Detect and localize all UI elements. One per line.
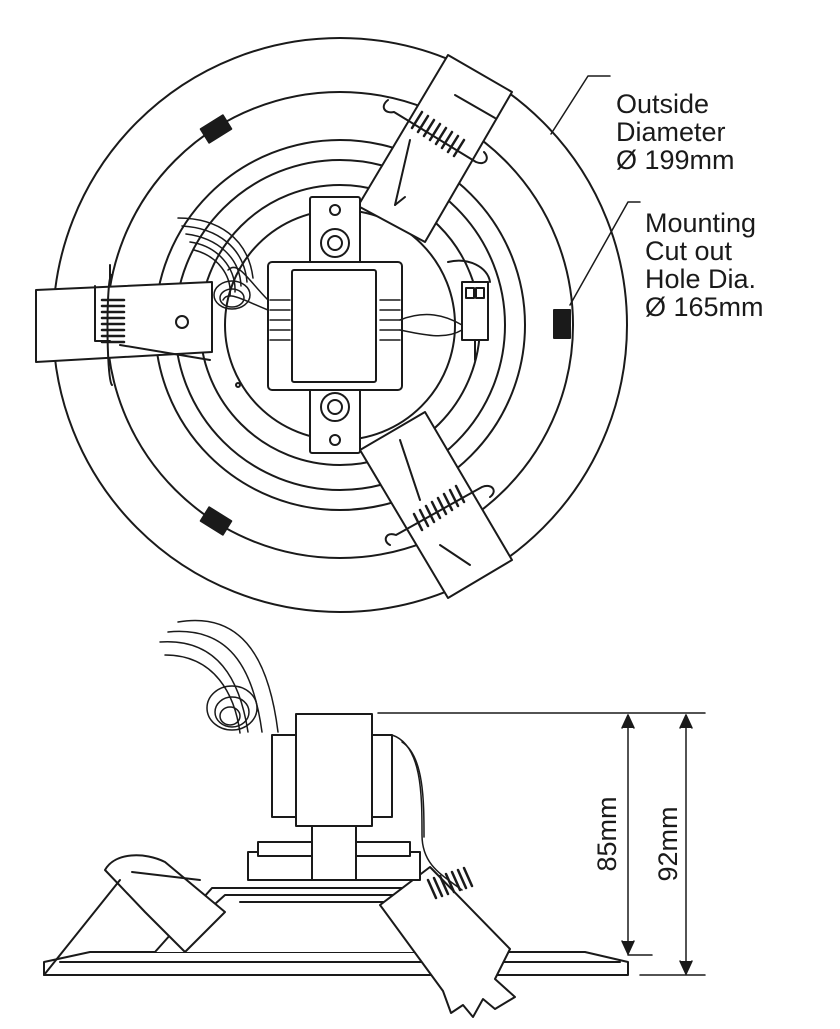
rubber-pad (553, 309, 571, 339)
lamp-holder (447, 259, 491, 361)
transformer-side-core (295, 713, 373, 827)
dimension-label-92mm: 92mm (653, 806, 683, 882)
spring-clip-left (35, 264, 213, 386)
spring-clip-side-left (104, 854, 226, 953)
side-view (43, 619, 706, 1018)
callout-line: Cut out (645, 236, 733, 266)
bracket-screw (320, 392, 350, 422)
spring-side-coil (426, 866, 474, 900)
top-view (35, 37, 628, 613)
callout-cutout-hole: Mounting Cut out Hole Dia. Ø 165mm (645, 209, 764, 321)
supply-wires-top (177, 217, 254, 310)
transformer-top (267, 261, 403, 391)
callout-line: Ø 165mm (645, 292, 764, 322)
bracket-screw (320, 228, 350, 258)
callout-line: Diameter (616, 117, 726, 147)
internal-wiring (222, 266, 463, 337)
spring-clip-upper-right (357, 54, 513, 243)
supply-wires-side (159, 619, 279, 734)
callout-line: Outside (616, 89, 710, 119)
callout-line: Hole Dia. (645, 264, 757, 294)
spring-clip-lower-right (359, 411, 513, 599)
dimension-label-85mm: 85mm (592, 796, 622, 872)
callout-outside-diameter: Outside Diameter Ø 199mm (616, 90, 735, 174)
rubber-pad (199, 506, 233, 536)
dimension-lines (377, 712, 706, 976)
trim-base (43, 951, 629, 976)
leader-outside-diameter (550, 75, 611, 135)
rivet-small (235, 382, 241, 388)
spring-clip-side-right (379, 866, 516, 1018)
leader-cutout-hole (569, 201, 641, 306)
callout-line: Ø 199mm (616, 145, 735, 175)
rubber-pad (199, 114, 233, 144)
callout-line: Mounting (645, 208, 757, 238)
